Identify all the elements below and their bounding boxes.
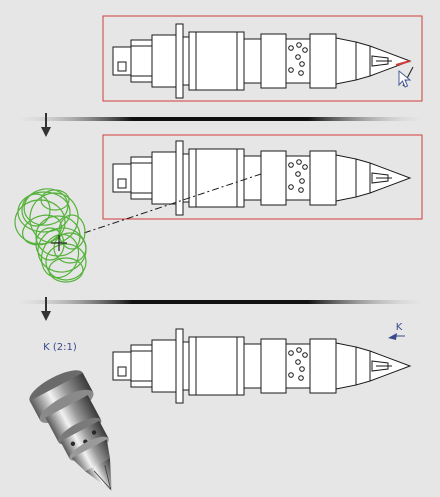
step-separator-1	[0, 113, 440, 137]
part-drawing-3	[112, 328, 411, 404]
step-2-panel	[14, 134, 423, 283]
view-direction-label: K	[396, 322, 403, 333]
detail-view-3d-image	[29, 370, 112, 492]
sketch-boundary-scribble	[14, 188, 87, 283]
arrow-down-icon	[41, 113, 51, 137]
projection-line	[83, 172, 265, 234]
step-1-panel	[102, 15, 423, 102]
part-drawing-2	[112, 140, 411, 216]
detail-view-label: K (2:1)	[43, 342, 77, 353]
step-separator-2	[0, 297, 440, 321]
step-3-panel: K K (2:1)	[29, 322, 411, 492]
highlight-frame-2	[102, 134, 423, 220]
mouse-pointer-icon	[398, 66, 414, 88]
part-drawing-1	[112, 23, 411, 99]
highlight-frame-1	[102, 15, 423, 102]
selected-edge	[395, 60, 411, 66]
crosshair-cursor-icon	[51, 235, 67, 251]
arrow-down-icon	[41, 297, 51, 321]
view-direction-arrow-icon	[388, 333, 405, 340]
